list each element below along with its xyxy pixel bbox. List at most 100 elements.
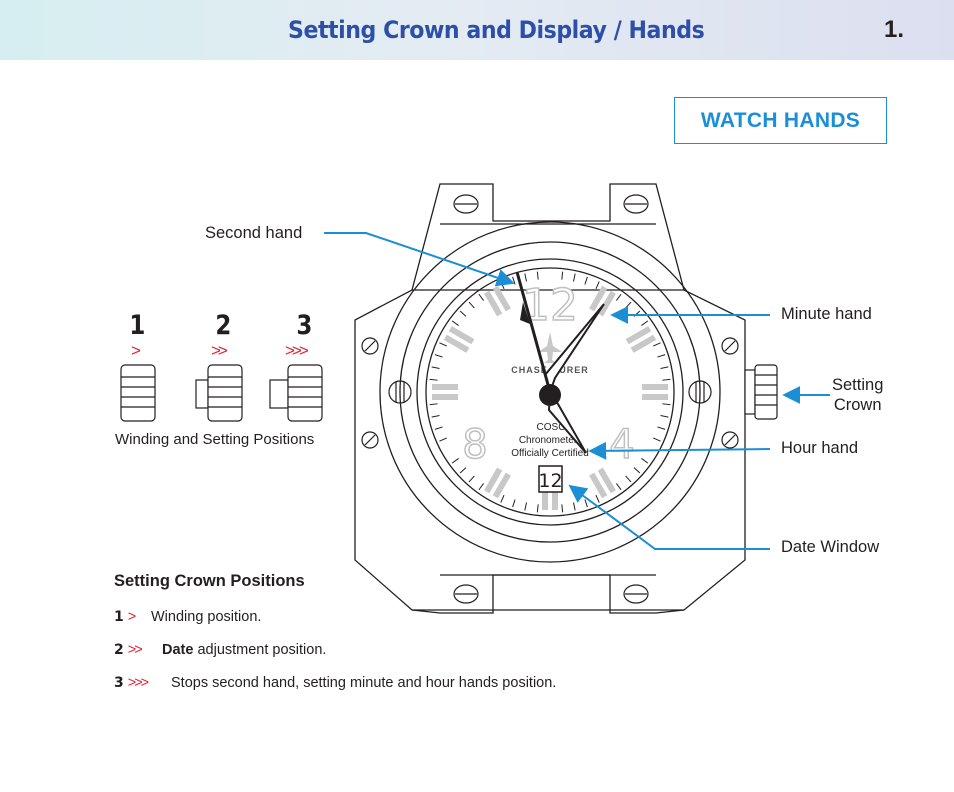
hour-index [552, 484, 558, 510]
minute-tick [573, 502, 576, 511]
second-hand-tip [520, 302, 530, 324]
minute-tick [512, 499, 516, 508]
minute-tick [657, 354, 666, 358]
minute-tick [451, 458, 459, 464]
minute-tick [625, 475, 632, 483]
date-window [538, 465, 563, 493]
hour-index [432, 394, 458, 400]
cert-line-3: Officially Certified [511, 448, 589, 459]
numeral-eight: 8 [462, 422, 487, 468]
minute-tick [500, 495, 505, 503]
list-item-arrow: >> [127, 642, 143, 658]
hour-index [597, 467, 616, 494]
watch-case [354, 183, 746, 614]
list-item-arrow: >>> [127, 675, 149, 691]
label-hour-hand: Hour hand [781, 439, 859, 457]
hour-index [625, 326, 652, 345]
minute-tick [616, 293, 622, 301]
minute-tick [641, 320, 649, 326]
crown-position-1-arrow: > [131, 341, 141, 360]
list-item-number: 3 [114, 675, 124, 691]
crown-position-2-arrow: >> [211, 341, 228, 360]
hour-index [492, 472, 511, 499]
list-item-number: 2 [114, 642, 124, 658]
crown-position-3-arrow: >>> [285, 341, 309, 360]
crown-pos-1-drawing [120, 364, 156, 422]
crown-pos-3-drawing [269, 364, 323, 422]
minute-tick [468, 301, 475, 309]
minute-tick [660, 366, 669, 369]
hour-index [492, 285, 511, 312]
minute-tick [561, 504, 564, 513]
dial-hour-indices [432, 285, 668, 510]
hour-index [597, 290, 616, 317]
list-item-text: Stops second hand, setting minute and ho… [171, 675, 556, 691]
hour-index [432, 384, 458, 390]
minute-tick [595, 281, 600, 289]
minute-tick [512, 276, 516, 285]
numeral-four: 4 [609, 422, 634, 468]
hour-index [484, 467, 503, 494]
minute-tick [439, 437, 447, 442]
section-title: WATCH HANDS [700, 108, 861, 132]
minute-tick [536, 271, 539, 280]
minute-tick [536, 504, 539, 513]
crown-position-2-number: 2 [215, 310, 232, 341]
watch-crown [744, 364, 778, 420]
label-setting-crown: Setting Crown [832, 375, 883, 415]
list-item: 1> Winding position. [114, 609, 261, 625]
hour-index [448, 326, 475, 345]
cert-line-1: COSC [537, 422, 566, 433]
case-screws [361, 194, 739, 604]
hour-index [642, 384, 668, 390]
crown-positions-caption: Winding and Setting Positions [115, 431, 315, 448]
minute-tick [524, 502, 527, 511]
page-number: 1. [884, 16, 905, 43]
label-setting-crown-line2: Crown [833, 396, 882, 414]
minute-tick [657, 426, 666, 430]
label-second-hand: Second hand [205, 224, 303, 242]
minute-tick [451, 320, 459, 326]
minute-tick [616, 483, 622, 491]
list-item-bold: Date [162, 642, 194, 658]
page-header: Setting Crown and Display / Hands 1. [0, 0, 954, 60]
hour-index [484, 290, 503, 317]
minute-tick [625, 301, 632, 309]
list-item-text: Date adjustment position. [162, 642, 326, 658]
minute-tick [662, 378, 671, 381]
label-date-window: Date Window [781, 538, 880, 556]
list-item-desc: adjustment position. [193, 642, 327, 658]
list-item: 2>> Date adjustment position. [114, 642, 326, 658]
label-minute-hand: Minute hand [781, 305, 872, 323]
date-value: 12 [538, 470, 562, 492]
section-title-box: WATCH HANDS [674, 97, 887, 144]
minute-tick [431, 366, 440, 369]
minute-tick [584, 276, 588, 285]
cert-line-2: Chronometer [519, 435, 578, 446]
minute-tick [431, 415, 440, 418]
second-hand [515, 271, 552, 393]
crown-position-1-number: 1 [129, 310, 146, 341]
minute-tick [653, 342, 661, 347]
minute-tick [584, 499, 588, 508]
hour-index [642, 394, 668, 400]
label-setting-crown-line1: Setting [832, 376, 884, 394]
minute-tick [429, 403, 438, 406]
minute-tick [595, 495, 600, 503]
minute-tick [434, 426, 443, 430]
minute-tick [641, 458, 649, 464]
list-item-desc: Winding position. [151, 609, 262, 625]
list-item-desc: Stops second hand, setting minute and ho… [171, 675, 557, 691]
hour-index [542, 484, 548, 510]
minute-tick [459, 467, 467, 474]
positions-list-title: Setting Crown Positions [114, 572, 305, 590]
crown-position-3-number: 3 [296, 310, 313, 341]
minute-tick [662, 403, 671, 406]
minute-tick [439, 342, 447, 347]
minute-tick [633, 467, 641, 474]
minute-tick [653, 437, 661, 442]
minute-tick [478, 293, 484, 301]
list-item-number: 1 [114, 609, 124, 625]
hour-index [589, 472, 608, 499]
